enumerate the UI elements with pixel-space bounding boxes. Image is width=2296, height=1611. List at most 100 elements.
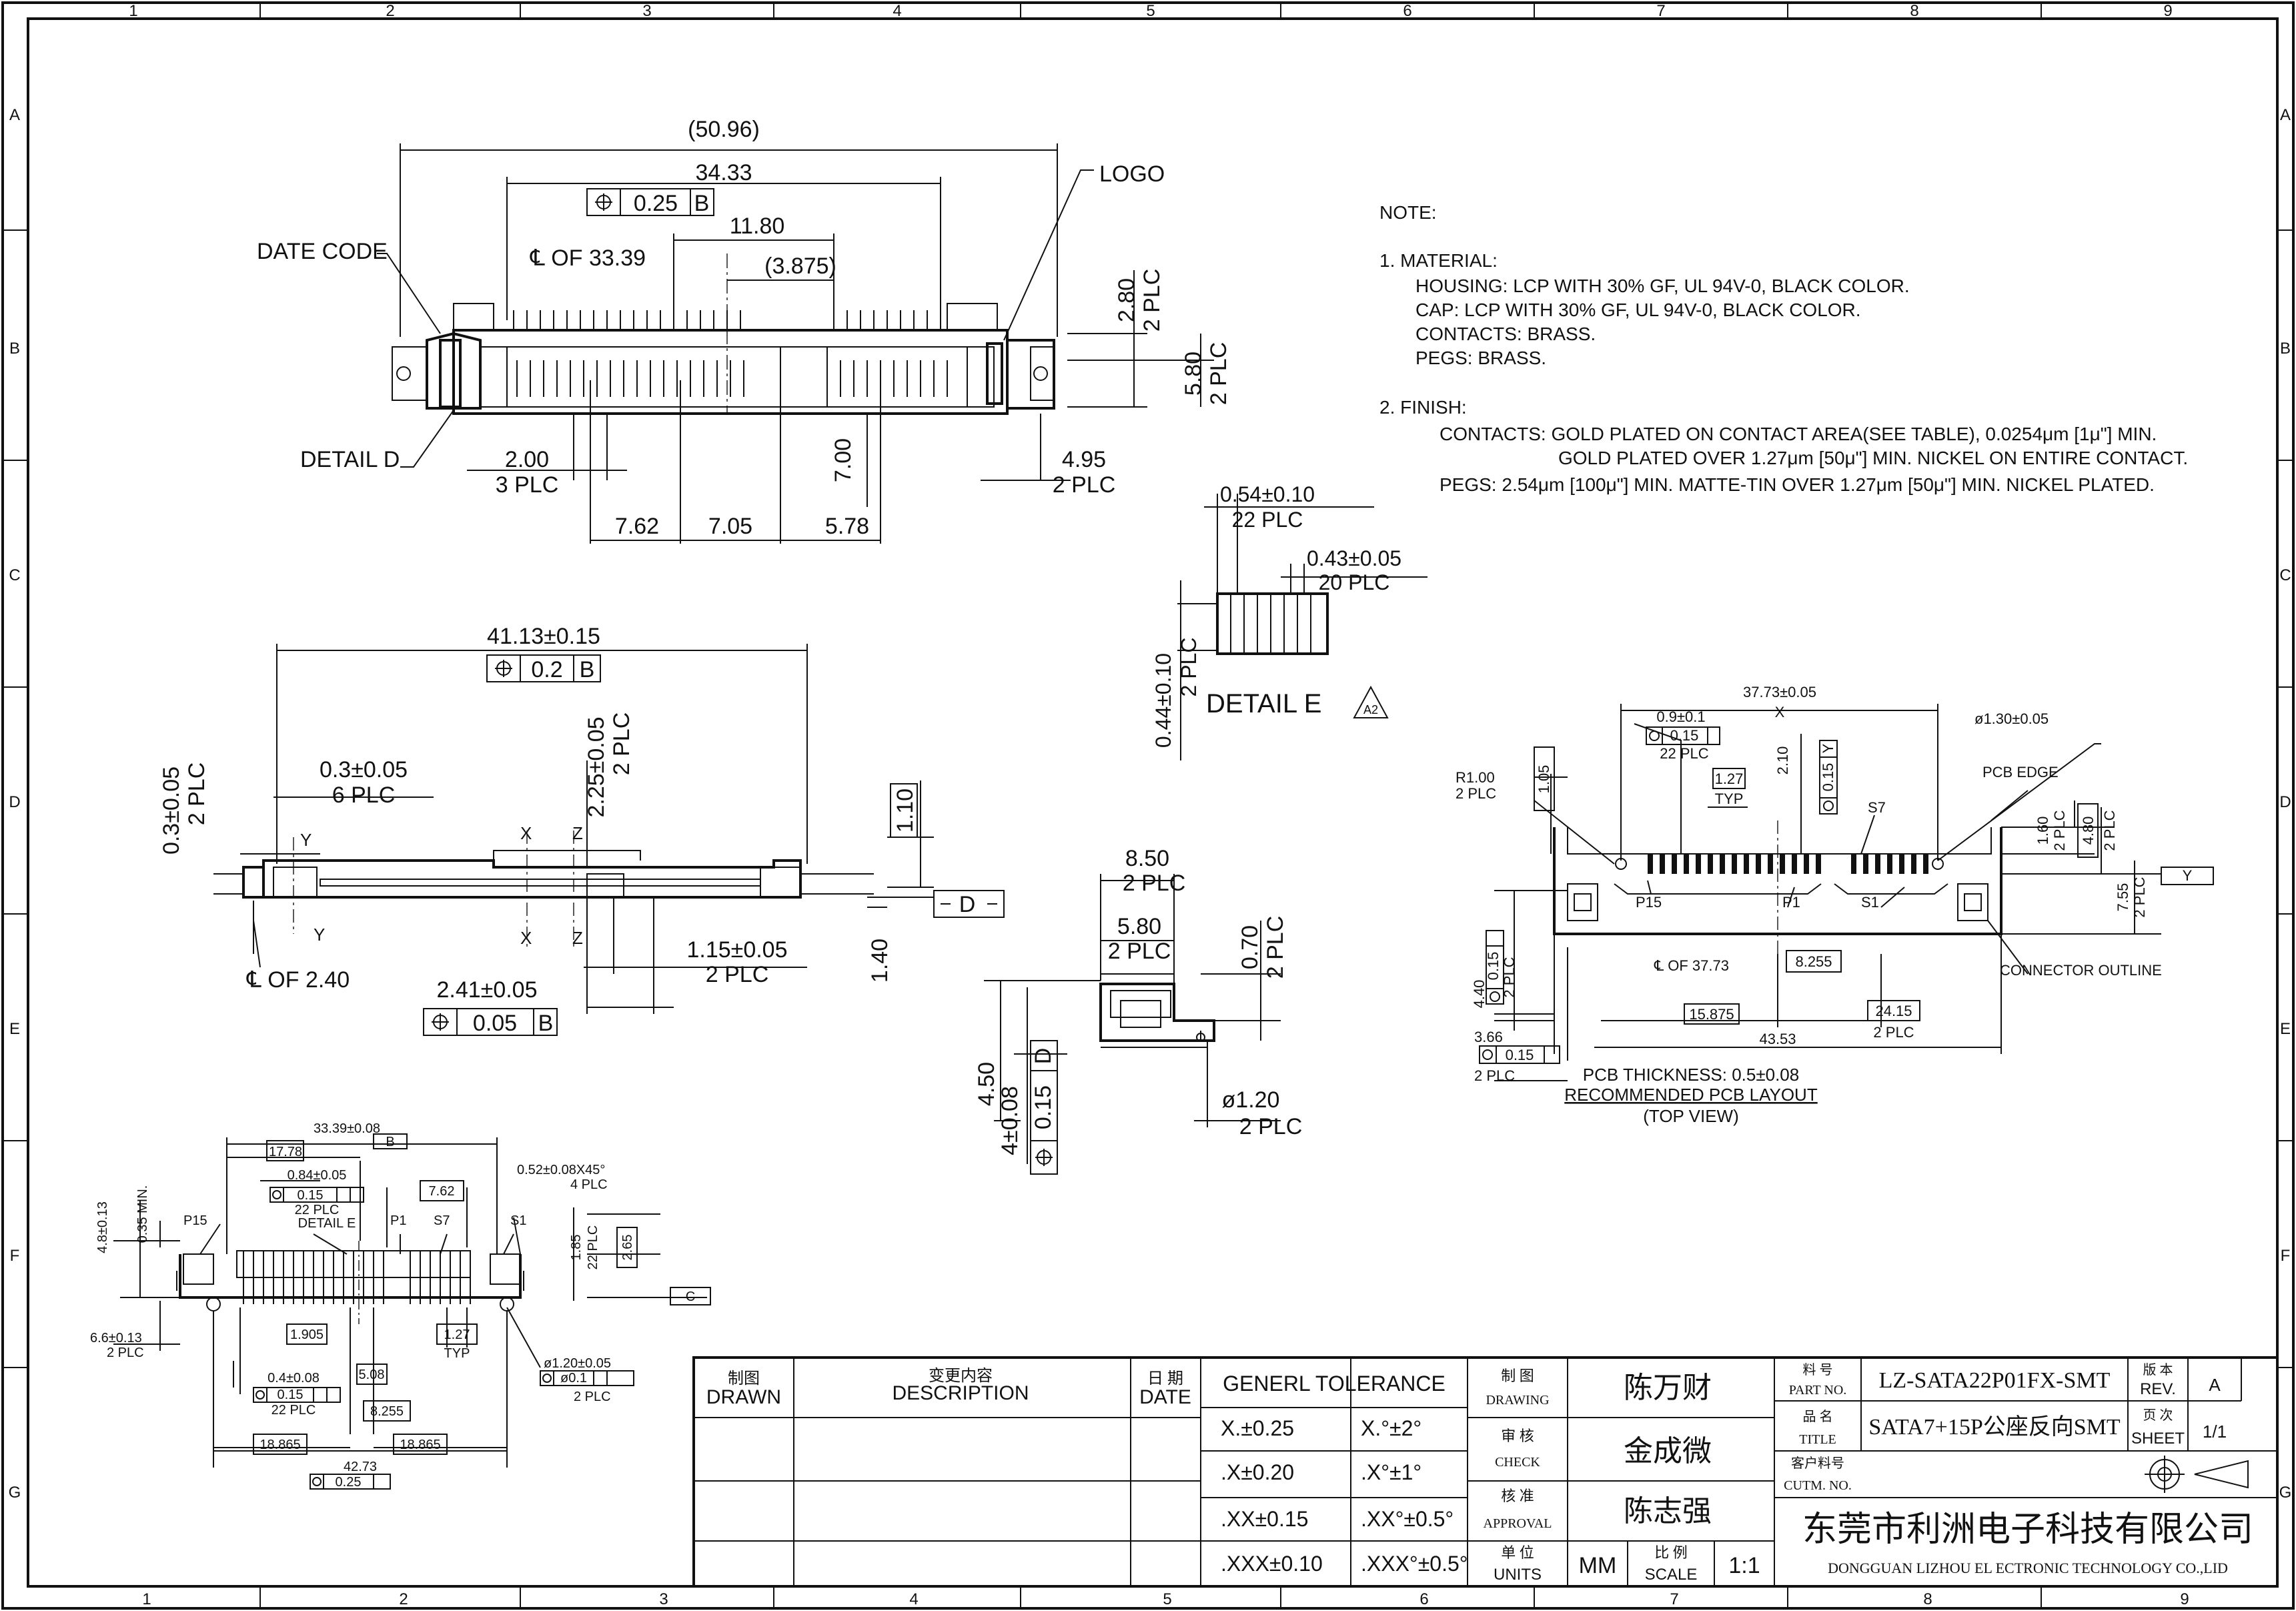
dim-2-80-plc: 2 PLC (1139, 269, 1165, 332)
pcb-s1: S1 (1861, 894, 1879, 911)
bv-d8: 1.85 (569, 1235, 584, 1261)
dim-4-95: 4.95 (1062, 447, 1106, 472)
bv-box-8-255 (363, 1400, 411, 1422)
top-view: (50.96) 34.33 0.25 B 11.80 ℄ OF 33.39 (3… (257, 117, 1231, 544)
company-cn: 东莞市利洲电子科技有限公司 (1802, 1511, 2253, 1549)
row-label-d: D (9, 793, 20, 811)
cutm-en: CUTM. NO. (1784, 1478, 1852, 1493)
scale-cn: 比 例 (1654, 1544, 1688, 1561)
dim-2-00-plc: 3 PLC (496, 472, 559, 498)
bv-datum-c: C (686, 1289, 695, 1304)
units-val: MM (1579, 1553, 1617, 1578)
pcb-d8: 4.80 (2080, 817, 2097, 845)
drawing-en: DRAWING (1486, 1393, 1549, 1408)
pcb-tol-frame-4 (1479, 1045, 1560, 1064)
sheet-cn: 页 次 (2143, 1408, 2173, 1423)
pcb-d2-plc: 22 PLC (1660, 745, 1708, 762)
bv-tol13: 0.15 (277, 1388, 304, 1402)
col-label-7b: 7 (1670, 1590, 1678, 1608)
bv-d8-plc: 22 PLC (586, 1225, 600, 1270)
tol-frame-top (586, 188, 714, 216)
bv-d9: 2.65 (620, 1235, 635, 1261)
side-datum: D (1031, 1048, 1056, 1065)
bv-s7: S7 (434, 1213, 450, 1228)
finish-contacts-2: GOLD PLATED OVER 1.27μm [50μ"] MIN. NICK… (1558, 448, 2188, 468)
dim-7-62: 7.62 (615, 514, 659, 539)
front-datum-d: D (959, 892, 976, 917)
pcb-tol2: 0.15 (1670, 727, 1699, 744)
units-en: UNITS (1494, 1566, 1542, 1584)
tol-row-2-b: .X°±1° (1361, 1460, 1421, 1484)
tol-head: GENERL TOLERANCE (1223, 1372, 1446, 1396)
bv-d14: 5.08 (359, 1368, 385, 1382)
pcb-thickness: PCB THICKNESS: 0.5±0.08 (1583, 1065, 1799, 1085)
front-y-label-2: Y (314, 925, 325, 945)
pcb-d14: 24.15 (1875, 1003, 1912, 1019)
drawn-en: DRAWN (706, 1386, 781, 1408)
company-en: DONGGUAN LIZHOU EL ECTRONIC TECHNOLOGY C… (1828, 1560, 2228, 1576)
bottom-contacts (243, 1251, 471, 1304)
side-d4: 4.50 (974, 1062, 999, 1106)
col-label-2b: 2 (399, 1590, 408, 1608)
bv-d5: 0.52±0.08X45° (517, 1163, 605, 1177)
col-label-4b: 4 (909, 1590, 918, 1608)
pcb-tol-frame-2 (1819, 740, 1838, 815)
desc-en: DESCRIPTION (892, 1382, 1029, 1404)
title-val: SATA7+15P公座反向SMT (1868, 1414, 2121, 1440)
front-z-label-2: Z (572, 928, 583, 948)
pcb-r-plc: 2 PLC (1456, 785, 1496, 802)
logo-box (986, 342, 1003, 405)
col-label-3: 3 (642, 2, 651, 20)
col-label-8: 8 (1910, 2, 1918, 20)
bv-box-18-865-a (253, 1434, 308, 1455)
front-y-label: Y (300, 830, 312, 850)
finish-head: 2. FINISH: (1379, 397, 1467, 418)
pcb-datum-y: Y (1820, 743, 1836, 753)
bv-d10: 6.6±0.13 (90, 1331, 142, 1346)
rev-en: REV. (2140, 1380, 2176, 1398)
bv-d16: 8.255 (370, 1404, 404, 1419)
bv-s1: S1 (510, 1213, 526, 1228)
side-d2-plc: 2 PLC (1108, 939, 1171, 964)
pcb-d7: 1.60 (2035, 817, 2051, 845)
bv-d1: 33.39±0.08 (314, 1121, 380, 1136)
pcb-d5: 1.27 (1715, 770, 1744, 787)
logo-label: LOGO (1099, 161, 1165, 187)
dim-overall: (50.96) (688, 117, 760, 142)
front-d7: 1.15±0.05 (686, 937, 787, 963)
col-label-4: 4 (893, 2, 901, 20)
check-en: CHECK (1495, 1455, 1540, 1470)
rev-val: A (2209, 1375, 2221, 1395)
tol-value-025: 0.25 (634, 191, 678, 216)
front-d4: 2.25±0.05 (584, 716, 609, 817)
col-label-9: 9 (2163, 2, 2172, 20)
front-d3-plc: 6 PLC (332, 782, 396, 808)
side-d3: 0.70 (1237, 925, 1263, 969)
bv-d3-plc: 22 PLC (295, 1203, 340, 1217)
front-z-label: Z (572, 823, 583, 843)
bv-box-7-62 (420, 1180, 464, 1201)
detail-e-d1: 0.54±0.10 (1220, 482, 1315, 506)
svg-text:A2: A2 (1363, 703, 1378, 716)
front-d2-plc: 2 PLC (184, 762, 209, 826)
revision-triangle: A2 (1353, 685, 1389, 718)
front-datum-b: B (580, 657, 595, 682)
bv-d6: 0.35 MIN. (135, 1185, 150, 1243)
contacts-note: CONTACTS: BRASS. (1415, 324, 1596, 344)
detail-d-label: DETAIL D (300, 447, 400, 472)
col-label-6b: 6 (1419, 1590, 1428, 1608)
front-d5: 1.10 (893, 788, 918, 833)
date-code-box (439, 339, 462, 408)
bv-tol15: ø0.1 (560, 1371, 587, 1386)
approval-cn: 核 准 (1501, 1488, 1534, 1504)
bv-d2: 17.78 (269, 1145, 302, 1159)
units-cn: 单 位 (1501, 1544, 1534, 1561)
bv-tol-frame-4 (310, 1474, 391, 1490)
side-d2: 5.80 (1117, 914, 1161, 939)
front-d8: 2.41±0.05 (436, 977, 537, 1003)
pegs-note: PEGS: BRASS. (1415, 348, 1546, 368)
pcb-tol3: 0.15 (1485, 952, 1502, 981)
check-cn: 审 核 (1501, 1428, 1534, 1444)
row-label-e-r: E (2280, 1020, 2291, 1038)
pcb-tol-frame-3 (1486, 930, 1504, 1005)
